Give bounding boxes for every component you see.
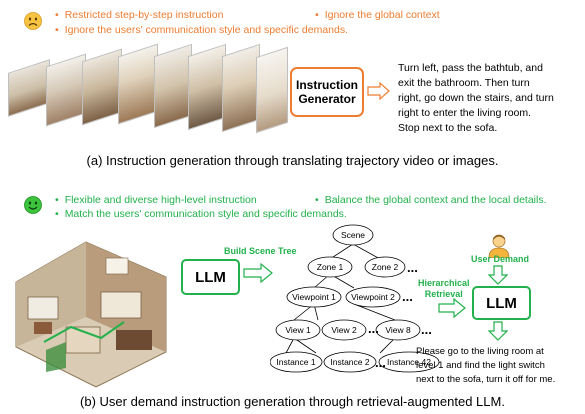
hierarchical-retrieval-label: Hierarchical Retrieval [418, 278, 470, 300]
tree-node-scene [332, 224, 374, 246]
trajectory-frame [46, 53, 86, 127]
bullet-match-users: •Match the users' communication style an… [55, 208, 347, 220]
generator-label-line2: Generator [298, 92, 356, 106]
trajectory-frame [188, 43, 226, 131]
hollow-arrow-right-icon [243, 263, 273, 283]
scene-tree: Scene Zone 1 Zone 2 Viewpoint 1 Viewpoin… [270, 224, 440, 373]
panel-b-caption: (b) User demand instruction generation t… [80, 394, 505, 409]
tree-node-view2 [321, 319, 367, 341]
tree-label-vp1: Viewpoint 1 [292, 292, 336, 302]
ellipsis-view-end: ... [421, 322, 432, 337]
ellipsis-zone: ... [407, 260, 418, 275]
tree-label-inst1: Instance 1 [276, 357, 315, 367]
tree-node-inst2 [323, 351, 377, 373]
llm-box-build: LLM [181, 259, 240, 295]
generator-label-line1: Instruction [296, 78, 358, 92]
tree-label-zone1: Zone 1 [317, 262, 344, 272]
bullet-restricted: •Restricted step-by-step instruction [55, 9, 224, 21]
ellipsis-viewpoint: ... [402, 289, 413, 304]
tree-node-zone2 [364, 256, 406, 278]
tree-node-vp2 [345, 286, 401, 308]
trajectory-frame [8, 59, 50, 117]
ellipsis-instance: ... [375, 355, 386, 370]
output-line: exit the bathroom. Then turn [398, 77, 530, 89]
tree-label-view1: View 1 [285, 325, 311, 335]
hollow-arrow-right-icon [367, 82, 390, 100]
bullet-ignore-global: •Ignore the global context [315, 9, 440, 21]
tree-label-vp2: Viewpoint 2 [351, 292, 395, 302]
tree-edge [329, 243, 354, 260]
house-3d-image [15, 241, 167, 388]
hollow-arrow-right-icon [438, 298, 466, 318]
bullet-balance: •Balance the global context and the loca… [315, 194, 547, 206]
sad-face-icon [24, 12, 42, 30]
llm-box-generate: LLM [472, 286, 531, 320]
tree-node-view8 [375, 319, 421, 341]
trajectory-frame [154, 43, 192, 129]
panel-b-output-text: Please go to the living room at level 1 … [416, 345, 584, 387]
bullet-ignore-users: •Ignore the users' communication style a… [55, 24, 349, 36]
trajectory-frame [82, 48, 122, 126]
tree-label-zone2: Zone 2 [372, 262, 399, 272]
output-line: Turn left, pass the bathtub, and [398, 62, 543, 74]
hollow-arrow-down-icon [488, 265, 508, 285]
panel-a-caption: (a) Instruction generation through trans… [86, 153, 499, 168]
tree-node-inst1 [270, 351, 323, 373]
ellipsis-view: ... [368, 321, 379, 336]
bullet-flexible: •Flexible and diverse high-level instruc… [55, 194, 257, 206]
tree-node-inst42 [378, 351, 440, 373]
user-demand-label: User Demand [471, 254, 530, 264]
output-line: level 1 and find the light switch [416, 360, 545, 371]
instruction-generator-box: Instruction Generator [290, 67, 364, 117]
tree-label-view8: View 8 [385, 325, 411, 335]
hierarchical-retrieval-line1: Hierarchical [418, 278, 470, 288]
hierarchical-retrieval-line2: Retrieval [424, 289, 463, 299]
tree-edge [293, 337, 317, 354]
output-line: right, go down the stairs, and turn [398, 92, 554, 104]
output-line: Stop next to the sofa. [398, 122, 498, 134]
build-scene-tree-label: Build Scene Tree [224, 246, 297, 256]
tree-label-scene: Scene [341, 230, 365, 240]
tree-edge [352, 243, 381, 260]
tree-node-vp1 [286, 286, 342, 308]
tree-edge [353, 303, 396, 321]
output-line: next to the sofa, turn it off for me. [416, 374, 556, 385]
tree-edge [285, 337, 295, 354]
happy-face-icon [24, 196, 42, 214]
tree-label-view2: View 2 [331, 325, 357, 335]
hollow-arrow-down-icon [488, 321, 508, 341]
tree-label-inst42: Instance 42 [387, 357, 431, 367]
tree-label-inst2: Instance 2 [330, 357, 369, 367]
tree-edge [379, 337, 396, 354]
output-line: Please go to the living room at [416, 346, 544, 357]
trajectory-frame [118, 43, 158, 125]
user-person-icon [488, 234, 510, 258]
tree-node-zone1 [307, 256, 353, 278]
panel-a-output-text: Turn left, pass the bathtub, and exit th… [398, 61, 585, 136]
trajectory-frame [256, 46, 288, 134]
trajectory-frame [222, 43, 260, 133]
tree-node-view1 [275, 319, 321, 341]
output-line: right to enter the living room. [398, 107, 532, 119]
